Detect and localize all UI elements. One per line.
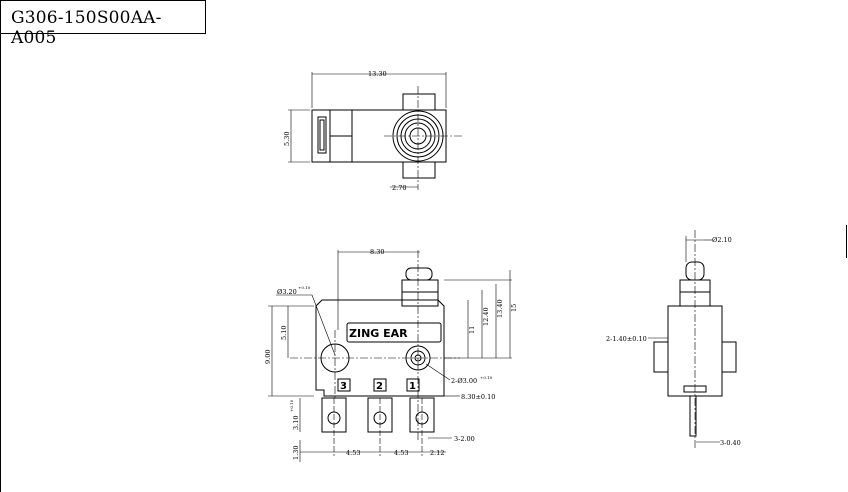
terminal-label-3: 3 — [340, 381, 347, 392]
front-dim-bottom: 1.30 — [292, 446, 300, 460]
front-dim-height-top: 5.10 — [280, 326, 288, 340]
front-dim-vert-2: 12.40 — [482, 307, 490, 326]
front-dim-hole-pos: 8.30±0.10 — [461, 393, 495, 401]
front-dim-pitch-2: 4.53 — [394, 449, 408, 457]
top-view-tab-top — [402, 93, 436, 111]
terminal-label-2: 2 — [376, 381, 383, 392]
front-dim-vert-1: 11 — [468, 326, 476, 334]
front-dim-actuator-pos: 8.30 — [370, 248, 384, 256]
terminal-3-box — [337, 378, 351, 392]
terminal-2-box — [373, 378, 387, 392]
front-dim-small-hole: 2-Ø3.00 — [451, 377, 477, 385]
front-dim-vert-4: 15 — [510, 304, 518, 312]
front-dim-leader-small-hole — [425, 363, 451, 381]
front-dim-terminal-len-tol: +0.10 — [289, 399, 294, 412]
side-dim-boss: 2-1.40±0.10 — [606, 335, 647, 343]
top-view-slot — [317, 116, 327, 154]
top-view-slot-inner — [319, 119, 325, 151]
terminal-label-1: 1 — [409, 381, 416, 392]
front-dim-vert-3: 13.40 — [496, 299, 504, 318]
top-dim-height: 5.30 — [283, 132, 291, 146]
terminal-1-box — [406, 378, 420, 392]
front-dim-small-hole-tol: +0.10 — [480, 375, 493, 380]
front-view-plunger — [405, 267, 433, 281]
side-view-boss-left — [653, 341, 669, 373]
front-dim-edge: 2.12 — [430, 449, 444, 457]
side-view-boss-right — [721, 341, 737, 373]
top-view — [288, 72, 462, 190]
front-dim-height-total: 9.00 — [264, 350, 272, 364]
front-view-actuator-housing — [401, 279, 439, 307]
front-view — [268, 250, 512, 462]
front-dim-terminal-width: 3-2.00 — [454, 435, 475, 443]
front-view-brand-box — [346, 322, 442, 343]
front-dim-leader-hole-diag — [311, 294, 336, 356]
title-block: G306-150S00AA-A005 — [0, 0, 206, 48]
brand-label: ZING EAR — [349, 327, 408, 340]
side-dim-terminal-thk: 3-0.40 — [720, 439, 741, 447]
front-dim-terminal-len: 3.10 — [292, 416, 300, 430]
part-number: G306-150S00AA-A005 — [11, 8, 162, 48]
top-dim-actuator-offset: 2.70 — [392, 184, 406, 192]
side-view-terminal — [689, 395, 697, 437]
top-view-tab-bottom — [402, 161, 436, 179]
front-dim-hole-dia-tol: +0.10 — [298, 285, 311, 290]
top-dim-length: 13.30 — [368, 70, 387, 78]
side-view — [648, 230, 737, 450]
side-dim-plunger: Ø2.10 — [712, 236, 732, 244]
front-dim-pitch-1: 4.53 — [346, 449, 360, 457]
front-dim-hole-dia: Ø3.20 — [277, 288, 297, 296]
